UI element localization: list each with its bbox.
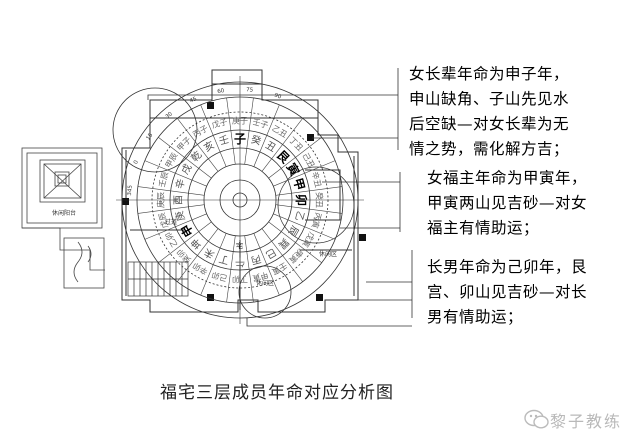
- mountain-label: 巳: [263, 246, 278, 261]
- round-room-bottom: [238, 265, 292, 319]
- sector-line: [253, 233, 280, 296]
- mountain-label: 午: [235, 256, 245, 269]
- mountain-label: 酉: [174, 195, 185, 205]
- degree-label: 75: [246, 87, 254, 94]
- annotation-female-host: 女福主年命为甲寅年， 甲寅两山见吉砂—对女 福主有情助运；: [427, 169, 588, 237]
- sector-line: [144, 213, 207, 240]
- sector-line: [275, 204, 343, 214]
- ganzhi-label: 甲辰: [164, 151, 180, 169]
- sector-line: [253, 104, 280, 167]
- watermark-text: 黎子教练: [550, 412, 623, 431]
- left-balcony: [21, 147, 105, 289]
- sector-line: [137, 204, 205, 214]
- mountain-label: 卯: [294, 194, 309, 206]
- mountain-label: 辰: [286, 223, 301, 238]
- sector-line: [244, 97, 254, 165]
- compass-sector-lines: [137, 97, 343, 303]
- ganzhi-label: 戊子: [210, 116, 228, 130]
- compass-center-label: 宅: [236, 241, 243, 250]
- sector-line: [200, 233, 227, 296]
- ganzhi-label: 戊辰: [156, 212, 170, 230]
- sector-line: [273, 213, 336, 240]
- wechat-logo-icon: [524, 409, 549, 429]
- sector-line: [275, 186, 343, 196]
- sector-line: [261, 118, 303, 172]
- sector-line: [200, 104, 227, 167]
- sector-line: [226, 97, 236, 165]
- sector-line: [144, 160, 207, 187]
- ganzhi-label: 丁卯: [232, 275, 248, 284]
- sector-line: [244, 235, 254, 303]
- mountain-label: 乙: [292, 210, 306, 223]
- compass-degree-ring: 345 0 15 30 45 60 75 90: [127, 87, 282, 196]
- degree-label: 60: [217, 88, 225, 95]
- ganzhi-label: 甲寅: [252, 270, 270, 284]
- annotation-leaders: [147, 68, 413, 327]
- ganzhi-label: 庚辰: [156, 192, 166, 208]
- ganzhi-label: 癸卯: [175, 247, 193, 265]
- sector-line: [177, 118, 219, 172]
- sector-line: [137, 186, 205, 196]
- mountain-label: 甲: [291, 177, 308, 192]
- small-room-label: 过道: [165, 218, 177, 226]
- annotation-eldest-son: 长男年命为己卯年，艮 宫、卯山见吉砂—对长 男有情助运；: [427, 258, 588, 326]
- ganzhi-label: 己卯: [211, 270, 229, 283]
- mountain-label: 亥: [201, 138, 216, 154]
- mountain-label: 子: [234, 132, 246, 146]
- wechat-watermark: 黎子教练: [524, 404, 634, 434]
- degree-label: 15: [145, 132, 154, 142]
- ganzhi-label: 辛卯: [191, 261, 210, 278]
- degree-label: 345: [127, 184, 134, 195]
- ganzhi-label: 乙丑: [270, 124, 288, 140]
- mountain-label: 癸: [250, 133, 263, 148]
- ganzhi-label: 丙寅: [310, 212, 324, 230]
- ganzhi-label: 癸丑: [315, 192, 325, 208]
- degree-label: 90: [273, 93, 282, 101]
- mountain-label: 未: [202, 246, 217, 261]
- luopan-compass: [116, 76, 364, 324]
- left-room-label: 休闲阳台: [52, 209, 76, 217]
- mountain-label: 丙: [250, 252, 263, 265]
- wall-columns: [122, 102, 366, 301]
- ganzhi-label: 壬子: [252, 116, 270, 130]
- ganzhi-label: 辛丑: [310, 170, 324, 188]
- sector-line: [261, 228, 303, 282]
- right-room-label: 休闲区: [319, 250, 337, 258]
- round-pavilion: [112, 87, 198, 173]
- ganzhi-label: 丙子: [191, 124, 209, 140]
- degree-label: 30: [165, 111, 175, 120]
- annotation-female-elder: 女长辈年命为申子年， 申山缺角、子山先见水 后空缺—对女长辈为无 情之势，需化解…: [409, 65, 570, 158]
- diagram-caption: 福宅三层成员年命对应分析图: [160, 383, 394, 403]
- degree-label: 0: [133, 159, 140, 165]
- degree-label: 45: [189, 96, 198, 105]
- ganzhi-label: 庚子: [232, 116, 248, 126]
- ganzhi-label: 乙卯: [164, 230, 180, 248]
- sector-line: [177, 228, 219, 282]
- mountain-label: 丁: [218, 252, 231, 265]
- bottom-room-label: 休闲区: [256, 279, 274, 287]
- mountain-label: 巽: [276, 236, 292, 252]
- mountain-label: 丑: [263, 140, 277, 155]
- mountain-label: 庚: [173, 210, 188, 223]
- sector-line: [268, 221, 322, 263]
- sector-line: [158, 137, 212, 179]
- sector-line: [158, 221, 212, 263]
- ganzhi-label: 壬辰: [156, 170, 170, 188]
- sector-line: [268, 137, 322, 179]
- mountain-label: 辛: [173, 177, 188, 190]
- mountain-label: 壬: [218, 134, 231, 148]
- sector-line: [273, 160, 336, 187]
- sector-line: [226, 235, 236, 303]
- compass-outer-ring: 甲子丙子戊子庚子壬子乙丑丁丑己丑辛丑癸丑丙寅戊寅庚寅壬寅甲寅丁卯己卯辛卯癸卯乙卯…: [156, 116, 325, 284]
